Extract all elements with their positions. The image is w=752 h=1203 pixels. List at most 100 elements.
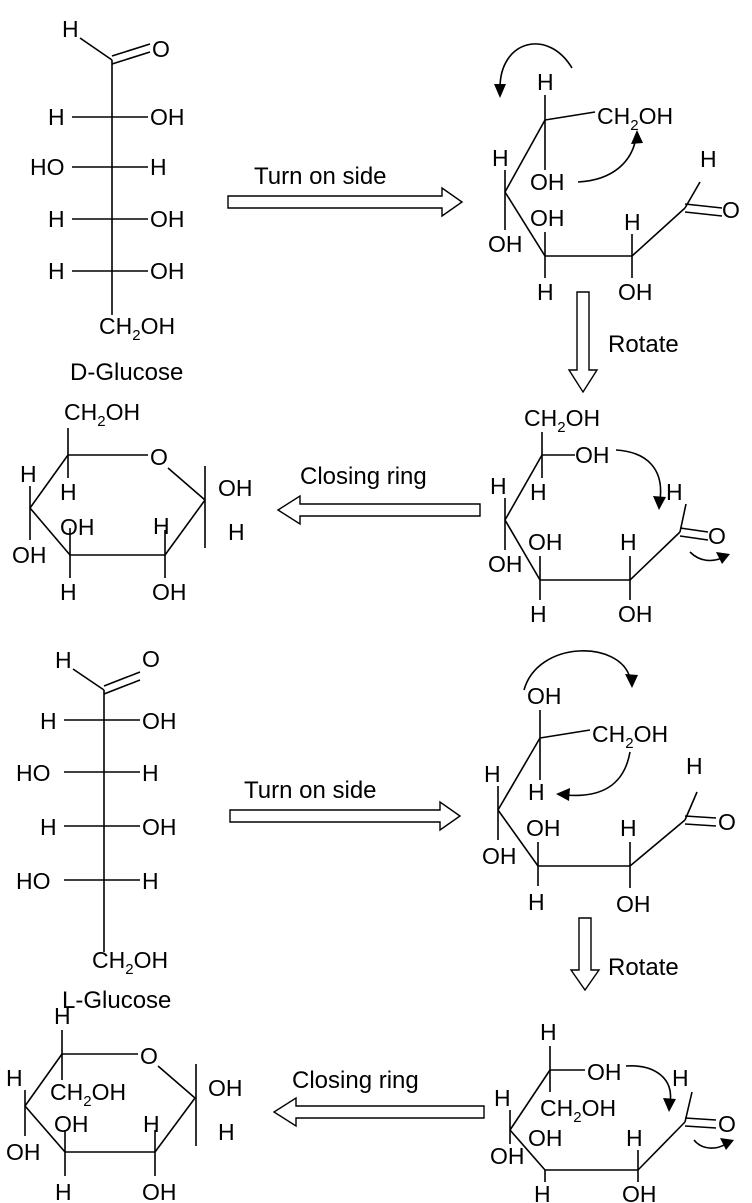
atom-oh: OH bbox=[490, 1143, 525, 1169]
atom-h: H bbox=[494, 1085, 511, 1111]
bond bbox=[103, 679, 141, 695]
electron-curved-arrow bbox=[689, 551, 723, 562]
ring-closure-curved-arrow bbox=[615, 449, 662, 501]
rotation-curved-arrow bbox=[523, 650, 631, 691]
rotate-label: Rotate bbox=[608, 954, 679, 981]
bond bbox=[684, 1117, 717, 1121]
bond bbox=[684, 823, 717, 827]
atom-h: H bbox=[490, 473, 507, 499]
group-ch2oh: CH2OH bbox=[50, 1079, 126, 1110]
atom-oh: OH bbox=[12, 542, 47, 568]
bond bbox=[154, 1097, 196, 1153]
atom-h: H bbox=[20, 461, 37, 487]
atom-oh: OH bbox=[575, 442, 610, 468]
atom-oh: OH bbox=[150, 104, 185, 130]
atom-oh: OH bbox=[142, 708, 177, 734]
atom-oh: OH bbox=[618, 279, 653, 305]
d-glucose-fischer: H O H OH HO H H OH H OH CH2OH D-Glucose bbox=[30, 16, 185, 386]
l-open-chain-rotated: O H H OH CH2OH H OH OH H H OH bbox=[490, 1019, 736, 1203]
atom-ho: HO bbox=[30, 154, 65, 180]
rotation-curved-arrow bbox=[565, 751, 631, 797]
atom-o: O bbox=[140, 1043, 158, 1069]
atom-h: H bbox=[537, 69, 554, 95]
bond bbox=[111, 51, 151, 65]
bond bbox=[684, 1125, 717, 1129]
atom-h: H bbox=[624, 209, 641, 235]
bond bbox=[504, 454, 543, 521]
atom-h: H bbox=[153, 513, 170, 539]
bond bbox=[544, 111, 596, 121]
atom-oh: OH bbox=[54, 1111, 89, 1137]
atom-h: H bbox=[150, 154, 167, 180]
rotate-label: Rotate bbox=[608, 331, 679, 358]
atom-h: H bbox=[530, 479, 547, 505]
bond bbox=[164, 499, 206, 556]
l-glucose-fischer: H O H OH HO H H OH HO H CH2OH L-Glucose bbox=[16, 646, 177, 1014]
atom-oh: OH bbox=[527, 683, 562, 709]
bond bbox=[539, 729, 591, 739]
group-ch2oh: CH2OH bbox=[540, 1095, 616, 1126]
atom-h: H bbox=[142, 760, 159, 786]
arrowhead bbox=[556, 788, 570, 801]
atom-h: H bbox=[62, 16, 79, 42]
bond bbox=[29, 454, 69, 509]
atom-o: O bbox=[708, 523, 726, 549]
bond bbox=[629, 531, 681, 581]
atom-h: H bbox=[534, 1181, 551, 1203]
bond bbox=[24, 1105, 66, 1153]
atom-h: H bbox=[666, 479, 683, 505]
atom-h: H bbox=[686, 753, 703, 779]
rotation-curved-arrow bbox=[577, 137, 637, 183]
atom-oh: OH bbox=[150, 258, 185, 284]
atom-ho: HO bbox=[16, 760, 51, 786]
atom-oh: OH bbox=[142, 814, 177, 840]
bond bbox=[637, 1121, 686, 1171]
bond bbox=[679, 527, 709, 533]
bond bbox=[679, 503, 687, 533]
rotation-curved-arrow bbox=[499, 43, 573, 89]
atom-h: H bbox=[218, 1119, 235, 1145]
atom-oh: OH bbox=[530, 205, 565, 231]
atom-h: H bbox=[48, 104, 65, 130]
group-ch2oh: CH2OH bbox=[597, 103, 673, 134]
atom-oh: OH bbox=[152, 579, 187, 605]
bond bbox=[684, 815, 717, 819]
atom-h: H bbox=[228, 519, 245, 545]
atom-h: H bbox=[700, 146, 717, 172]
atom-h: H bbox=[143, 1111, 160, 1137]
bond bbox=[684, 181, 701, 209]
atom-oh: OH bbox=[616, 891, 651, 917]
atom-o: O bbox=[722, 197, 740, 223]
atom-h: H bbox=[142, 868, 159, 894]
atom-h: H bbox=[620, 815, 637, 841]
atom-ho: HO bbox=[16, 868, 51, 894]
atom-h: H bbox=[6, 1065, 23, 1091]
atom-h: H bbox=[48, 206, 65, 232]
atom-h: H bbox=[492, 145, 509, 171]
reaction-arrow bbox=[276, 494, 481, 526]
bond bbox=[24, 1053, 63, 1107]
bond bbox=[631, 207, 686, 257]
rotate-step-l: Rotate bbox=[569, 917, 679, 992]
atom-oh: OH bbox=[530, 169, 565, 195]
bond bbox=[684, 211, 723, 217]
rotate-step-d: Rotate bbox=[567, 291, 679, 394]
turn-on-side-step-d: Turn on side bbox=[227, 163, 464, 218]
atom-h: H bbox=[537, 279, 554, 305]
atom-oh: OH bbox=[150, 206, 185, 232]
atom-o: O bbox=[152, 36, 170, 62]
bond bbox=[629, 819, 686, 867]
atom-oh: OH bbox=[208, 1075, 243, 1101]
atom-h: H bbox=[55, 1179, 72, 1203]
atom-h: H bbox=[48, 258, 65, 284]
atom-oh: OH bbox=[526, 815, 561, 841]
bond bbox=[79, 37, 113, 61]
reaction-arrow bbox=[272, 1096, 485, 1128]
bond bbox=[509, 1069, 551, 1131]
turn-on-side-label: Turn on side bbox=[254, 163, 387, 190]
atom-h: H bbox=[528, 779, 545, 805]
atom-oh: OH bbox=[488, 551, 523, 577]
atom-h: H bbox=[40, 708, 57, 734]
reaction-arrow bbox=[569, 917, 601, 992]
